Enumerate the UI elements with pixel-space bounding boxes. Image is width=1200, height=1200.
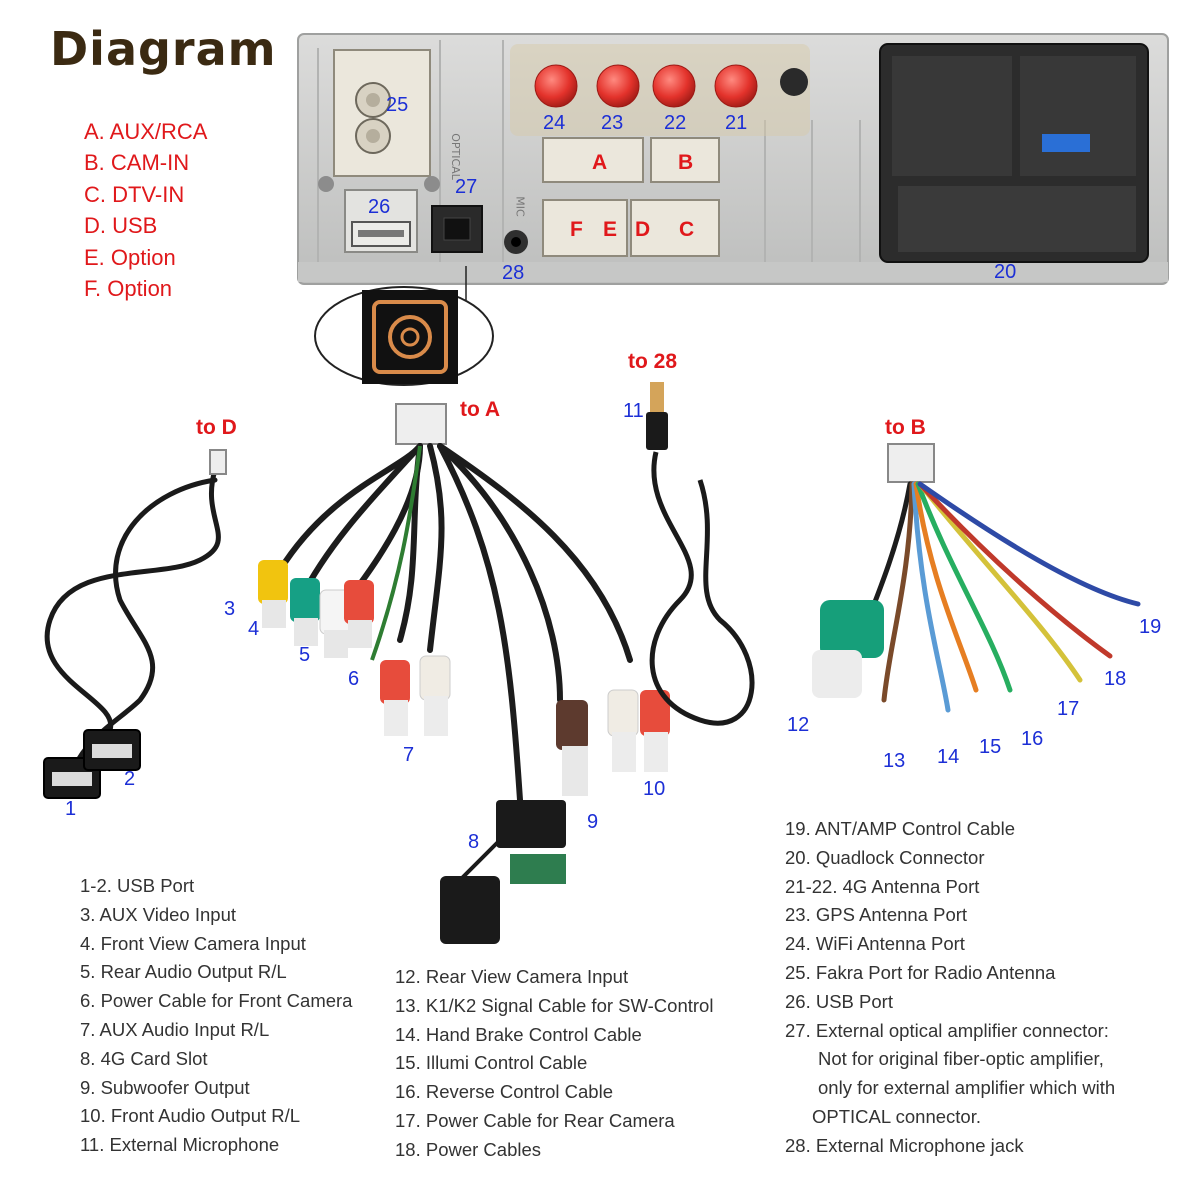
callout-27: 27 <box>455 176 478 198</box>
mic-panel-label: MIC <box>513 196 527 217</box>
cable-number-12: 12 <box>787 714 810 736</box>
cable-number-7: 7 <box>403 744 415 766</box>
connector-label-c: C <box>679 218 695 241</box>
legend-item-f: F. Option <box>84 276 173 302</box>
aux-rca-harness <box>258 403 670 944</box>
callout-26: 26 <box>368 196 391 218</box>
description-list-right: 19. ANT/AMP Control Cable 20. Quadlock C… <box>785 815 1115 1161</box>
description-item: 18. Power Cables <box>395 1138 542 1160</box>
cable-number-11: 11 <box>623 400 644 422</box>
description-item: 20. Quadlock Connector <box>785 846 985 868</box>
cable-number-9: 9 <box>587 811 599 833</box>
cable-number-19: 19 <box>1139 616 1162 638</box>
description-item: 6. Power Cable for Front Camera <box>80 990 353 1012</box>
connector-blocks <box>542 137 720 257</box>
cable-number-8: 8 <box>468 831 480 853</box>
connector-label-f: F <box>570 218 583 241</box>
external-microphone <box>646 382 755 726</box>
optical-port <box>431 205 483 253</box>
description-item: 7. AUX Audio Input R/L <box>80 1018 270 1040</box>
callout-20: 20 <box>994 261 1017 283</box>
callout-21: 21 <box>725 112 748 134</box>
cable-number-16: 16 <box>1021 728 1044 750</box>
description-item: 23. GPS Antenna Port <box>785 904 968 926</box>
description-item: 24. WiFi Antenna Port <box>785 933 965 955</box>
description-item: 5. Rear Audio Output R/L <box>80 961 287 983</box>
description-item: 27. External optical amplifier connector… <box>785 1019 1109 1041</box>
description-item: 16. Reverse Control Cable <box>395 1081 613 1103</box>
description-item-continuation: OPTICAL connector. <box>812 1105 981 1127</box>
callout-23: 23 <box>601 112 624 134</box>
label-to-28: to 28 <box>628 350 678 373</box>
legend-item-b: B. CAM-IN <box>84 150 190 176</box>
cable-number-10: 10 <box>643 778 666 800</box>
cable-number-13: 13 <box>883 750 906 772</box>
description-list-middle: 12. Rear View Camera Input 13. K1/K2 Sig… <box>395 963 713 1165</box>
cable-number-14: 14 <box>937 746 960 768</box>
label-to-b: to B <box>885 416 926 439</box>
connector-label-a: A <box>592 151 608 174</box>
legend-item-e: E. Option <box>84 244 176 270</box>
description-item: 9. Subwoofer Output <box>80 1076 250 1098</box>
cable-number-3: 3 <box>224 598 236 620</box>
cam-in-harness <box>812 443 1141 713</box>
optical-panel-label: OPTICAL <box>448 133 462 180</box>
description-item: 17. Power Cable for Rear Camera <box>395 1109 675 1131</box>
description-item-continuation: Not for original fiber-optic amplifier, <box>818 1048 1104 1070</box>
cable-number-17: 17 <box>1057 698 1080 720</box>
cable-number-18: 18 <box>1104 668 1127 690</box>
description-item: 4. Front View Camera Input <box>80 932 306 954</box>
cable-number-1: 1 <box>65 798 77 820</box>
description-item: 12. Rear View Camera Input <box>395 966 629 987</box>
label-to-a: to A <box>460 398 501 421</box>
callout-25: 25 <box>386 94 409 116</box>
connector-label-b: B <box>678 151 694 174</box>
page-title: Diagram <box>50 22 277 76</box>
description-item-continuation: only for external amplifier which with <box>818 1077 1116 1099</box>
cable-number-4: 4 <box>248 618 260 640</box>
usb-extension-cable <box>43 449 227 799</box>
quadlock-connector <box>879 43 1149 263</box>
legend-item-c: C. DTV-IN <box>84 181 185 207</box>
connector-label-e: E <box>603 218 618 241</box>
cable-number-15: 15 <box>979 736 1002 758</box>
callout-24: 24 <box>543 112 566 134</box>
description-item: 28. External Microphone jack <box>785 1134 1024 1156</box>
cable-number-6: 6 <box>348 668 360 690</box>
description-item: 25. Fakra Port for Radio Antenna <box>785 961 1056 983</box>
antenna-ports <box>510 44 810 136</box>
legend-item-d: D. USB <box>84 213 158 239</box>
description-item: 10. Front Audio Output R/L <box>80 1105 301 1127</box>
description-item: 14. Hand Brake Control Cable <box>395 1023 642 1045</box>
description-item: 8. 4G Card Slot <box>80 1047 208 1069</box>
legend-item-a: A. AUX/RCA <box>84 119 208 144</box>
connector-label-d: D <box>635 218 651 241</box>
description-item: 21-22. 4G Antenna Port <box>785 875 980 897</box>
description-item: 15. Illumi Control Cable <box>395 1052 588 1074</box>
description-item: 19. ANT/AMP Control Cable <box>785 818 1015 839</box>
cable-number-2: 2 <box>124 768 136 790</box>
fakra-usb-block <box>318 49 440 253</box>
description-item: 13. K1/K2 Signal Cable for SW-Control <box>395 994 714 1016</box>
description-item: 26. USB Port <box>785 990 893 1012</box>
callout-22: 22 <box>664 112 687 134</box>
callout-28: 28 <box>502 262 525 284</box>
cable-number-5: 5 <box>299 644 311 666</box>
description-item: 3. AUX Video Input <box>80 903 236 925</box>
optical-zoom-callout <box>314 266 494 386</box>
description-item: 1-2. USB Port <box>80 875 195 896</box>
label-to-d: to D <box>196 416 237 439</box>
connector-legend: A. AUX/RCA B. CAM-IN C. DTV-IN D. USB E.… <box>84 116 207 304</box>
mic-jack <box>504 230 528 254</box>
description-list-left: 1-2. USB Port 3. AUX Video Input 4. Fron… <box>80 872 352 1160</box>
description-item: 11. External Microphone <box>80 1134 280 1156</box>
